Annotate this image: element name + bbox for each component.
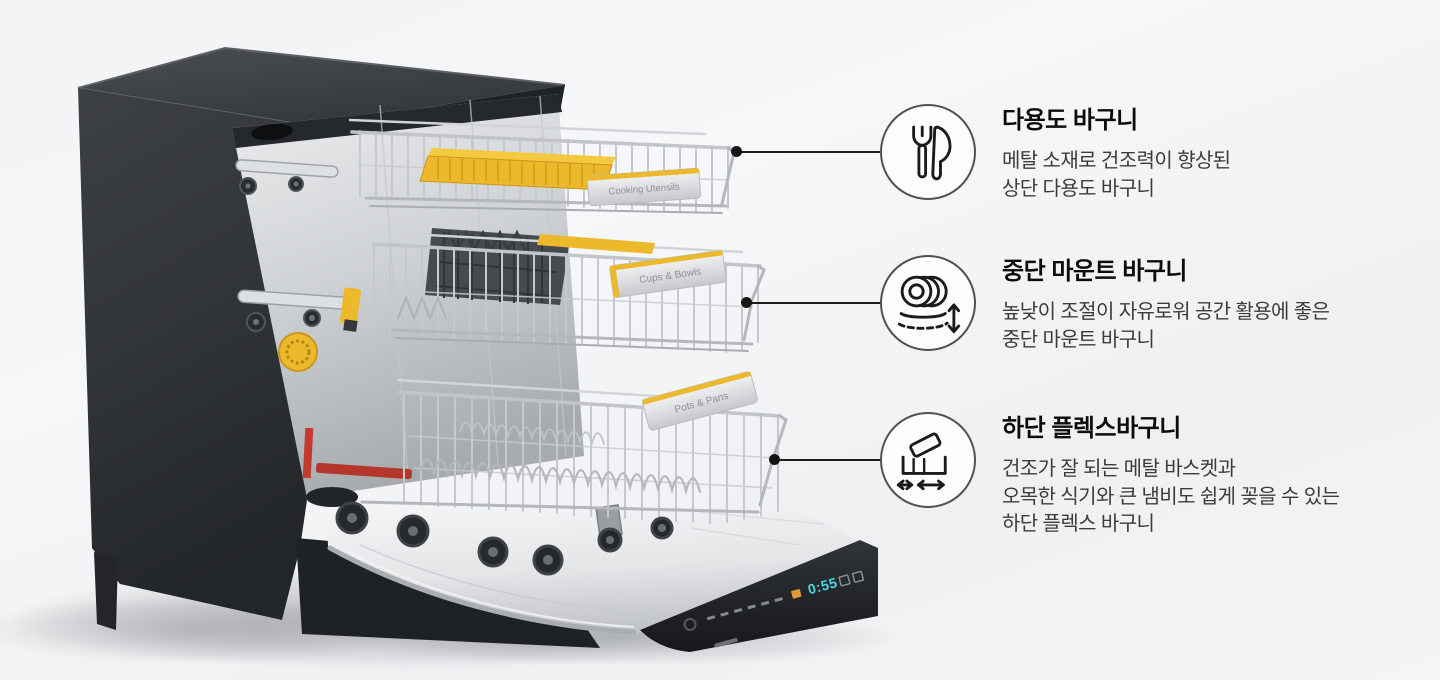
dishwasher-illustration: 0:55 Cooking [0,46,890,670]
callout-title: 중단 마운트 바구니 [1002,258,1187,285]
tilt-basket-slide-icon [880,412,976,508]
spray-wheel [278,332,318,372]
upper-rack: Cooking Utensils [348,118,736,214]
callout-line: 메탈 소재로 건조력이 향상된 [1002,150,1231,172]
callout-line: 오목한 식기와 큰 냄비도 쉽게 꽂을 수 있는 [1002,485,1340,508]
power-button [683,617,697,631]
callout-line: 중단 마운트 바구니 [1002,328,1155,351]
rack-wheels [335,501,674,576]
rack-label-top: Cooking Utensils [586,167,702,207]
yellow-clamp [339,287,362,325]
callout-lower-flex-basket: 하단 플렉스바구니 건조가 잘 되는 메탈 바스켓과 오목한 식기와 큰 냄비도… [880,412,1340,539]
leader-dot-middle [741,297,752,308]
callout-line: 높낮이 조절이 자유로워 공간 활용에 좋은 [1002,301,1330,323]
svg-text:Cooking Utensils: Cooking Utensils [608,182,680,198]
door-chrome-rim [327,545,637,635]
door-logo-mark [714,638,738,648]
leader-line-middle [746,302,882,304]
plates-height-adjust-icon [880,255,976,351]
callout-title: 하단 플렉스바구니 [1002,415,1181,442]
callout-title: 다용도 바구니 [1002,107,1138,134]
fork-knife-icon [880,104,976,200]
rack-label-middle: Cups & Bowls [609,250,727,298]
rack-label-bottom: Pots & Pans [642,371,758,431]
yellow-handle-bar [537,234,655,254]
interior-rail-upper [235,159,339,195]
water-inlet [302,427,413,507]
leader-dot-lower [769,454,780,465]
cabinet-foot [94,552,118,630]
leader-line-upper [736,151,882,153]
callout-mid-mount-basket: 중단 마운트 바구니 높낮이 조절이 자유로워 공간 활용에 좋은 중단 마운트… [880,255,1330,354]
control-panel: 0:55 [683,570,865,648]
leader-dot-upper [731,146,742,157]
callout-line: 상단 다용도 바구니 [1002,177,1155,200]
door-assembly: 0:55 [296,498,878,652]
callout-line: 하단 플렉스 바구니 [1002,513,1155,535]
indicator-orange [791,589,802,599]
control-strip [640,540,878,652]
lower-rack: Pots & Pans [335,371,788,576]
callout-multi-purpose-basket: 다용도 바구니 메탈 소재로 건조력이 향상된 상단 다용도 바구니 [880,104,1231,203]
interior-hose [251,123,293,141]
leader-line-lower [774,459,882,461]
display-time: 0:55 [806,574,839,597]
cabinet-top [78,48,565,126]
callout-line: 건조가 잘 되는 메탈 바스켓과 [1002,458,1236,480]
interior-rail-lower [237,287,362,332]
middle-rack: Cups & Bowls [370,230,766,353]
